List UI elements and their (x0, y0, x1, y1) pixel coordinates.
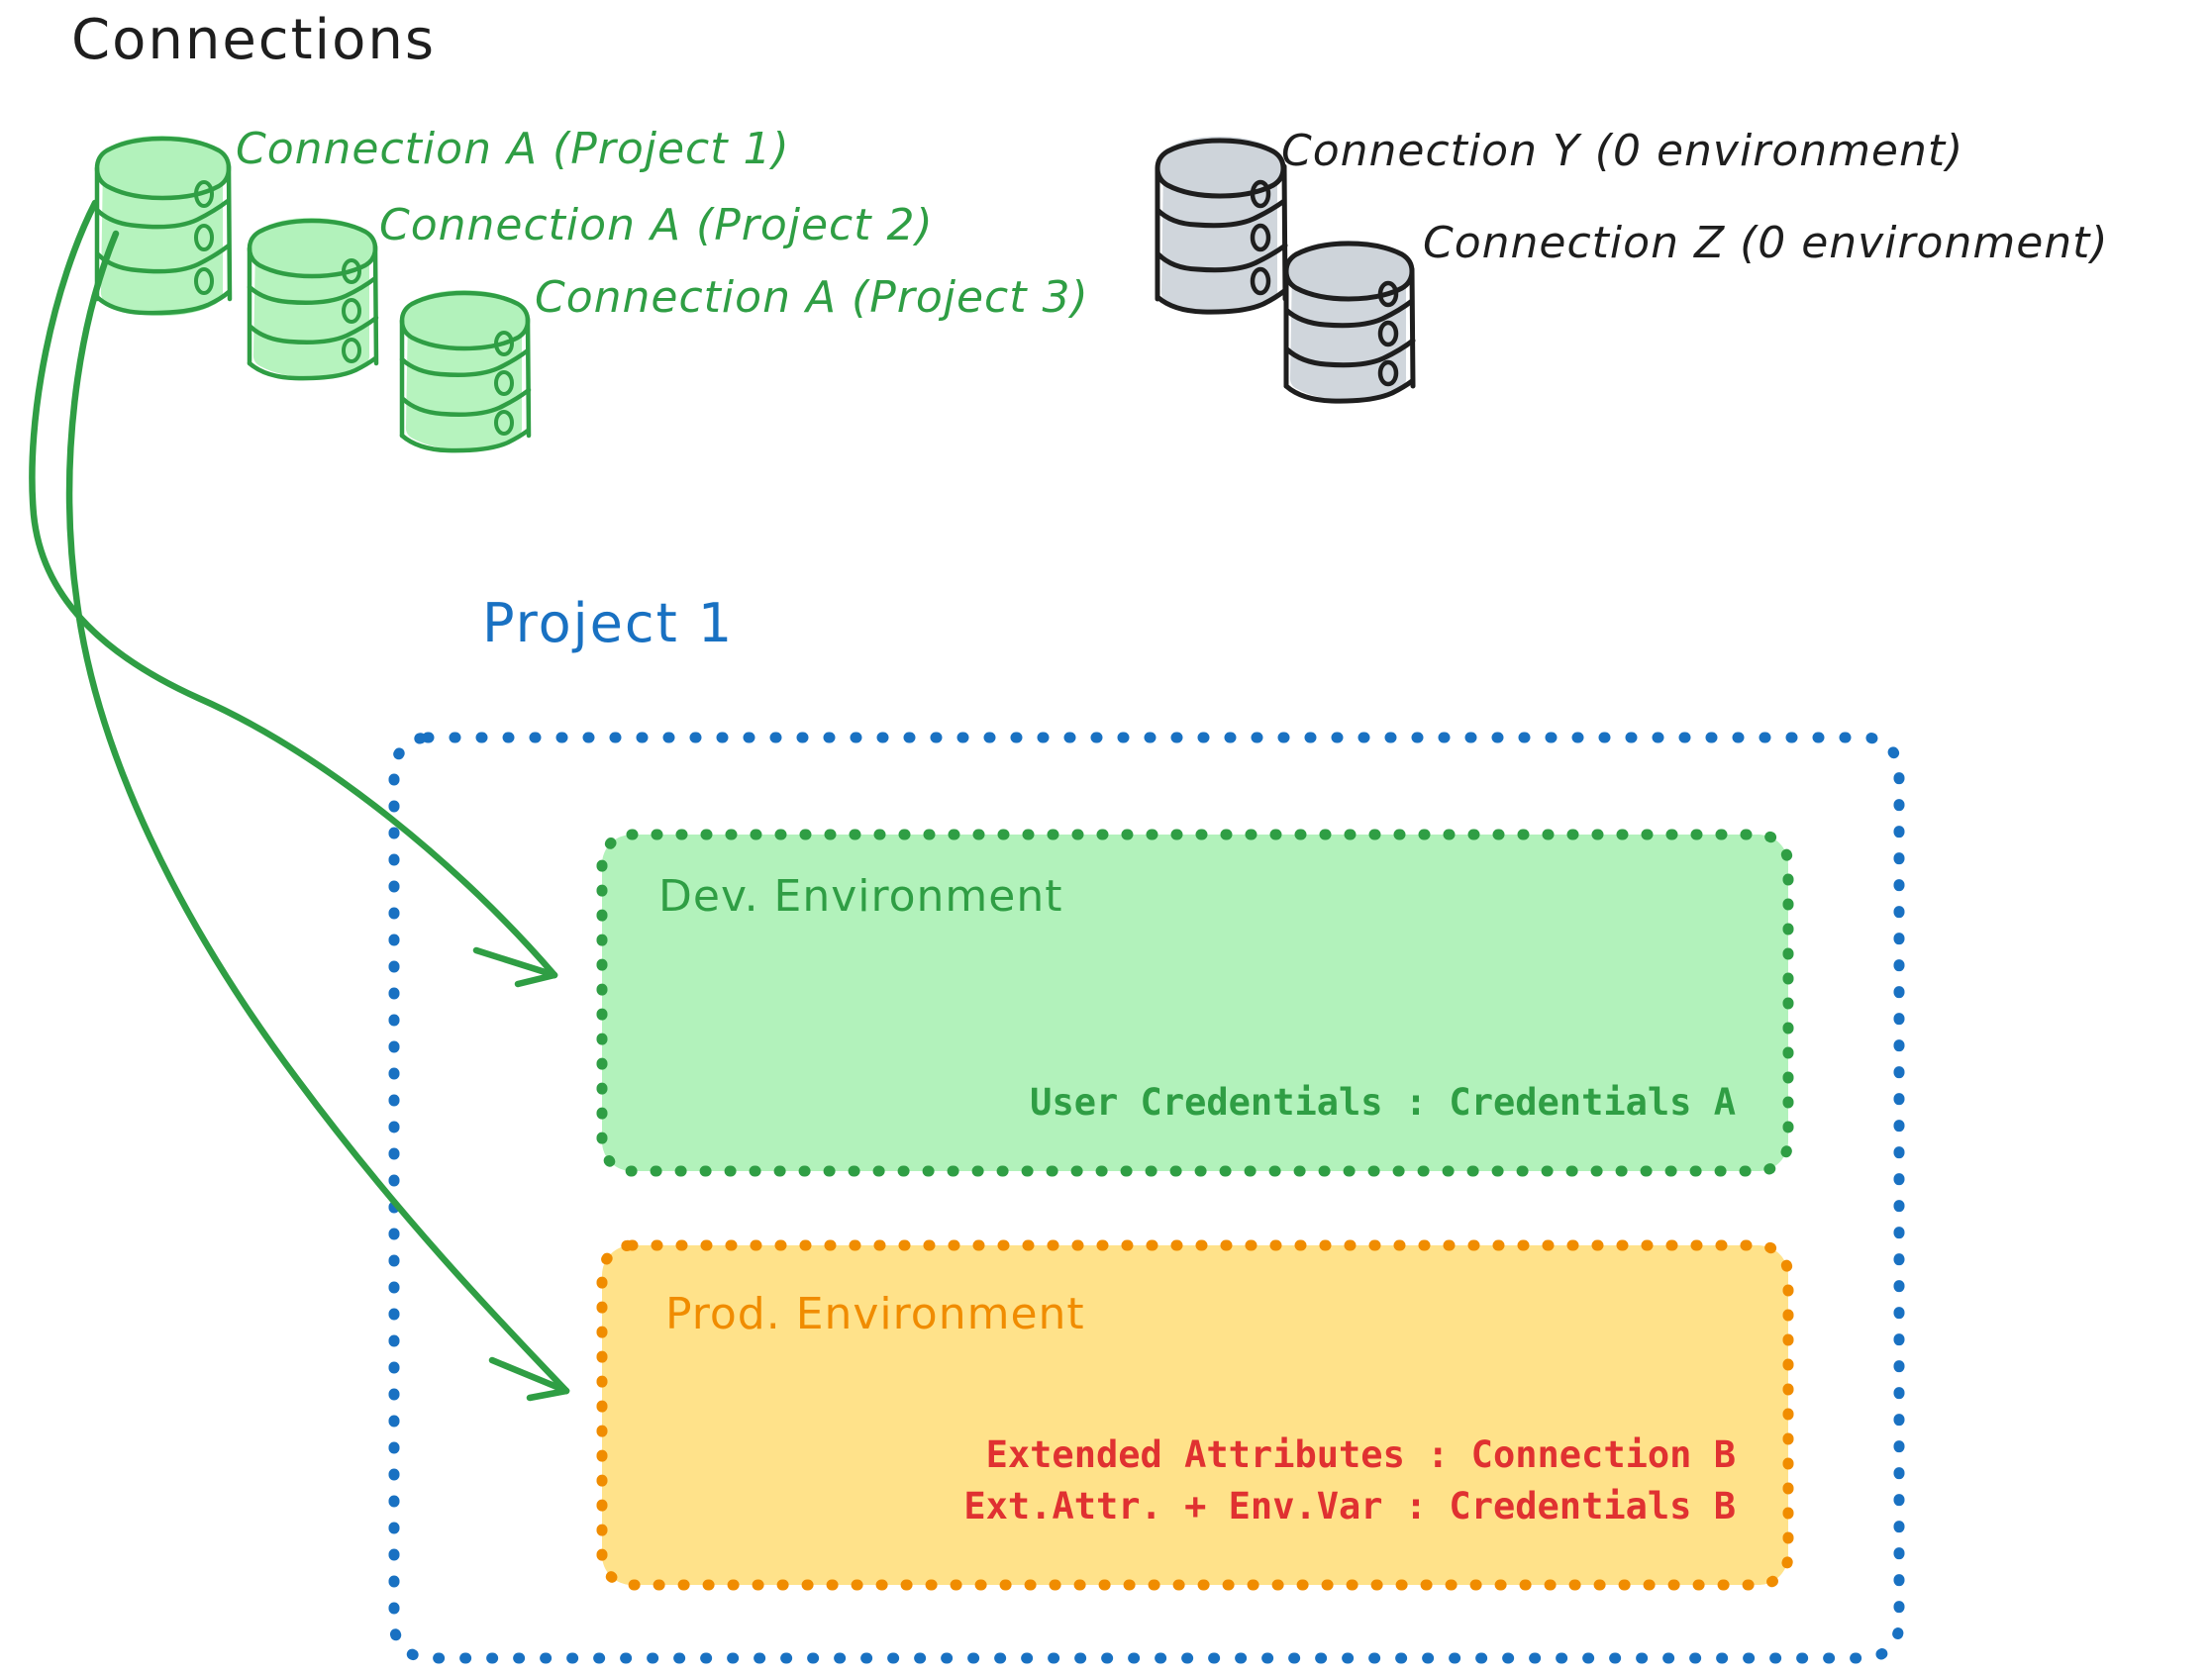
connection-label-a-project-1: Connection A (Project 1) (236, 124, 790, 174)
database-icon-connection-z (1283, 241, 1416, 404)
database-icon-connection-y (1155, 137, 1288, 315)
dev-environment-title: Dev. Environment (658, 871, 1063, 922)
connection-label-a-project-3: Connection A (Project 3) (535, 272, 1089, 323)
page-title: Connections (71, 8, 437, 72)
prod-environment-box (596, 1239, 1794, 1591)
dev-environment-credentials-line: User Credentials : Credentials A (1030, 1081, 1736, 1124)
prod-environment-extended-attributes-line: Extended Attributes : Connection B (985, 1433, 1736, 1476)
connection-label-y: Connection Y (0 environment) (1281, 126, 1964, 176)
dev-environment-box (596, 829, 1794, 1177)
prod-environment-title: Prod. Environment (665, 1289, 1085, 1339)
connection-label-z: Connection Z (0 environment) (1423, 218, 2109, 268)
database-icon-connection-a-project-3 (399, 290, 532, 453)
database-icon-connection-a-project-2 (247, 218, 379, 381)
arrow-connection-a-to-dev-environment (29, 199, 558, 988)
arrow-connection-a-to-prod-environment (65, 230, 570, 1402)
project-container-outline (388, 732, 1905, 1664)
prod-environment-env-var-line: Ext.Attr. + Env.Var : Credentials B (963, 1485, 1736, 1527)
database-icon-connection-a-project-1 (94, 136, 233, 316)
project-title: Project 1 (482, 592, 735, 654)
connection-label-a-project-2: Connection A (Project 2) (379, 200, 934, 250)
